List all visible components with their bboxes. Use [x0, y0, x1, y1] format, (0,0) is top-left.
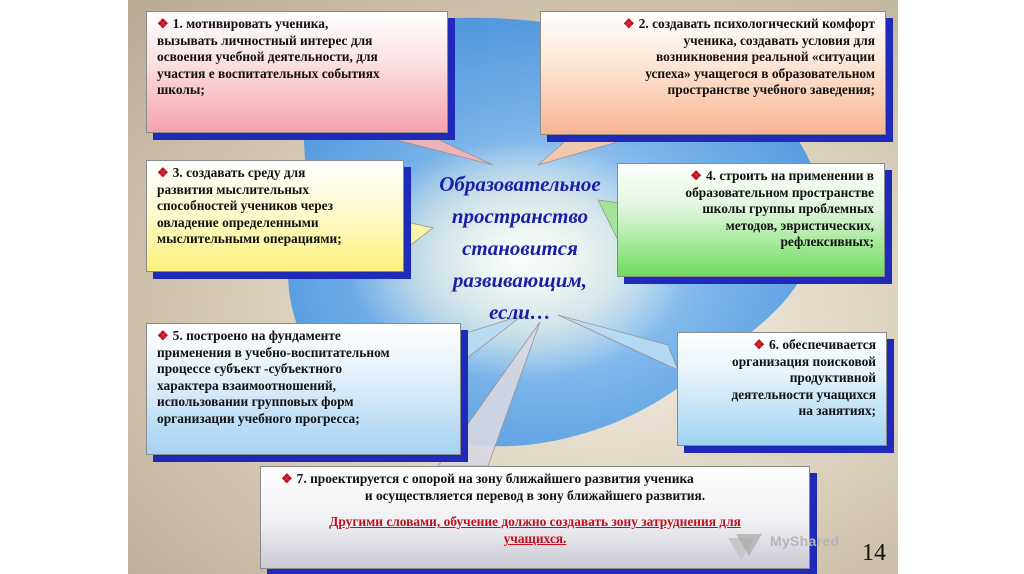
- conclusion-line: учащихся.: [503, 530, 567, 546]
- central-heading-line: если…: [489, 300, 551, 324]
- condition-text: создавать среду для: [186, 165, 306, 180]
- condition-line: вызывать личностный интерес для: [157, 32, 373, 48]
- condition-box-4: ❖4. строить на применении в образователь…: [617, 163, 885, 277]
- condition-line: школы;: [157, 82, 205, 98]
- condition-line: на занятиях;: [798, 403, 877, 419]
- conclusion-line: Другими словами, обучение должно создава…: [329, 514, 741, 530]
- central-heading-line: становится: [462, 236, 578, 260]
- condition-box-6: ❖6. обеспечивается организация поисковой…: [677, 332, 887, 446]
- condition-line: характера взаимоотношений,: [157, 377, 336, 393]
- condition-line: методов, эвристических,: [725, 217, 874, 233]
- condition-text: создавать психологический комфорт: [652, 16, 875, 31]
- diamond-bullet-icon: ❖: [157, 16, 169, 31]
- condition-box-5: ❖5. построено на фундаменте применения в…: [146, 323, 461, 455]
- condition-line: успеха» учащегося в образовательном: [645, 65, 875, 81]
- condition-line: ❖1. мотивировать ученика,: [157, 16, 437, 33]
- condition-line: освоения учебной деятельности, для: [157, 49, 378, 65]
- condition-line: применения в учебно-воспитательном: [157, 344, 390, 360]
- diamond-bullet-icon: ❖: [753, 337, 765, 352]
- central-heading-line: развивающим,: [452, 268, 588, 292]
- condition-text: строить на применении в: [719, 168, 874, 183]
- condition-number: 5.: [172, 328, 183, 343]
- condition-number: 3.: [172, 165, 183, 180]
- condition-line: образовательном пространстве: [685, 184, 874, 200]
- diamond-bullet-icon: ❖: [690, 168, 702, 183]
- central-heading: Образовательное пространство становится …: [405, 168, 635, 328]
- condition-number: 6.: [768, 337, 779, 352]
- condition-line: овладение определенными: [157, 214, 319, 230]
- condition-line: школы группы проблемных: [702, 201, 874, 217]
- condition-number: 7.: [296, 471, 307, 486]
- condition-number: 2.: [638, 16, 649, 31]
- central-heading-line: Образовательное: [439, 172, 601, 196]
- condition-line: развития мыслительных: [157, 181, 310, 197]
- central-heading-line: пространство: [451, 204, 589, 228]
- condition-line: мыслительными операциями;: [157, 231, 342, 247]
- diamond-bullet-icon: ❖: [623, 16, 635, 31]
- condition-box-7: ❖7. проектируется с опорой на зону ближа…: [260, 466, 810, 569]
- condition-box-3: ❖3. создавать среду для развития мыслите…: [146, 160, 404, 272]
- condition-text: построено на фундаменте: [186, 328, 341, 343]
- condition-line: пространстве учебного заведения;: [667, 82, 875, 98]
- condition-line: организации учебного прогресса;: [157, 410, 360, 426]
- condition-line: и осуществляется перевод в зону ближайше…: [364, 487, 706, 503]
- diamond-bullet-icon: ❖: [157, 328, 169, 343]
- page-number: 14: [862, 540, 886, 566]
- diamond-bullet-icon: ❖: [281, 471, 293, 486]
- condition-box-1: ❖1. мотивировать ученика, вызывать лично…: [146, 11, 448, 133]
- watermark-text: MyShared: [770, 533, 840, 549]
- condition-line: процессе субъект -субъектного: [157, 361, 343, 377]
- condition-number: 4.: [705, 168, 716, 183]
- condition-line: деятельности учащихся: [731, 386, 876, 402]
- condition-line: возникновения реальной «ситуации: [655, 49, 875, 65]
- condition-box-2: ❖2. создавать психологический комфорт уч…: [540, 11, 886, 135]
- condition-line: ❖3. создавать среду для: [157, 165, 393, 182]
- condition-text: обеспечивается: [782, 337, 876, 352]
- condition-line: организация поисковой: [732, 353, 876, 369]
- condition-number: 1.: [172, 16, 183, 31]
- watermark-logo-icon: [728, 534, 762, 560]
- condition-text: проектируется с опорой на зону ближайшег…: [310, 471, 694, 486]
- condition-line: ❖4. строить на применении в: [628, 168, 874, 185]
- condition-line: рефлексивных;: [780, 234, 874, 250]
- condition-line: участия е воспитательных событиях: [157, 65, 380, 81]
- condition-line: ❖7. проектируется с опорой на зону ближа…: [271, 471, 799, 488]
- condition-line: продуктивной: [789, 370, 876, 386]
- diamond-bullet-icon: ❖: [157, 165, 169, 180]
- condition-line: ❖5. построено на фундаменте: [157, 328, 450, 345]
- condition-line: ❖2. создавать психологический комфорт: [551, 16, 875, 33]
- condition-line: использовании групповых форм: [157, 394, 354, 410]
- condition-line: способностей учеников через: [157, 198, 333, 214]
- condition-text: мотивировать ученика,: [186, 16, 329, 31]
- condition-line: ученика, создавать условия для: [683, 32, 875, 48]
- condition-line: ❖6. обеспечивается: [688, 337, 876, 354]
